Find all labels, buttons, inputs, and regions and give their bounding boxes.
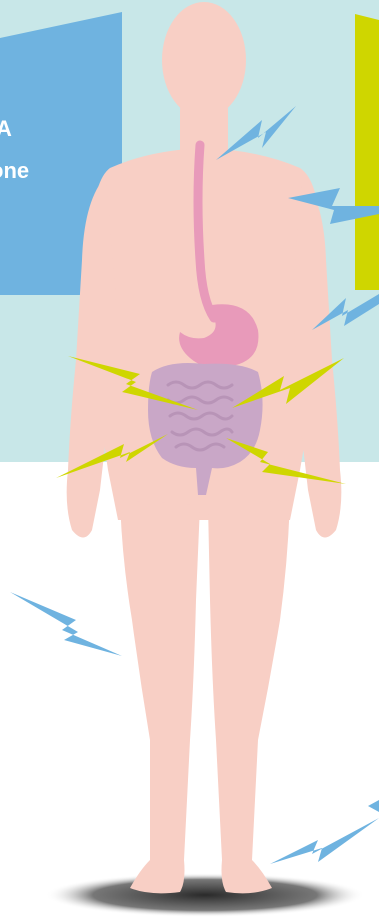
lightning-bolt-icon	[10, 592, 122, 656]
lightning-bolt-icon	[368, 800, 379, 812]
panel-text: A one	[0, 108, 120, 192]
lightning-bolt-icon	[270, 818, 379, 864]
floor-shadow	[45, 873, 365, 917]
panel-text-line-1: A	[0, 108, 120, 150]
yellow-panel	[355, 14, 379, 290]
panel-text-line-2: one	[0, 150, 120, 192]
